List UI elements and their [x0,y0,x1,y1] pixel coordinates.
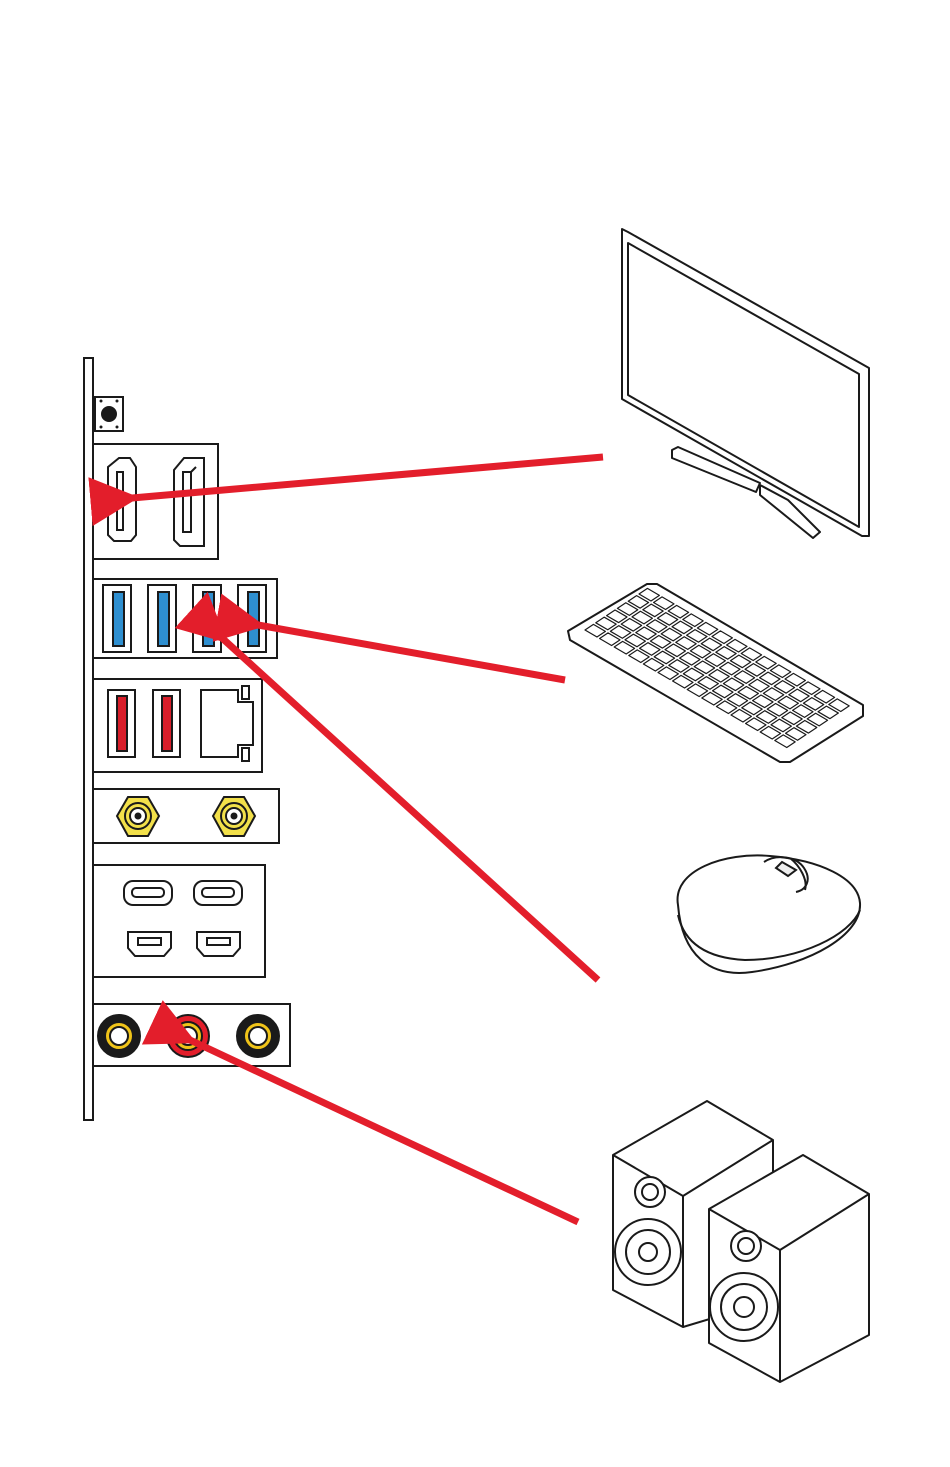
mouse-illustration [678,855,861,972]
monitor-illustration [622,229,869,538]
audio-jack-line-out[interactable] [167,1015,209,1057]
usb3-port[interactable] [148,585,176,652]
io-panel [84,358,290,1120]
clear-cmos-button[interactable] [95,397,123,431]
usb-c-port[interactable] [194,881,242,905]
usb-red-port[interactable] [153,690,180,757]
speakers-illustration [613,1101,869,1382]
usb-red-port[interactable] [108,690,135,757]
audio-jack[interactable] [98,1015,140,1057]
lan-port[interactable] [201,686,253,761]
usb-c-block [93,865,265,977]
io-shield-bracket [84,358,93,1120]
keyboard-to-usb-arrow [258,625,565,680]
mini-port[interactable] [197,932,240,956]
speakers-to-audio-arrow [190,1040,578,1222]
hdmi-port[interactable] [108,458,136,541]
usb3-port[interactable] [238,585,266,652]
usb-c-port[interactable] [124,881,172,905]
usb3-port[interactable] [103,585,131,652]
audio-jack[interactable] [237,1015,279,1057]
usb3-port[interactable] [193,585,221,652]
displayport-port[interactable] [174,458,204,546]
mini-port[interactable] [128,932,171,956]
keyboard-illustration [568,584,863,762]
